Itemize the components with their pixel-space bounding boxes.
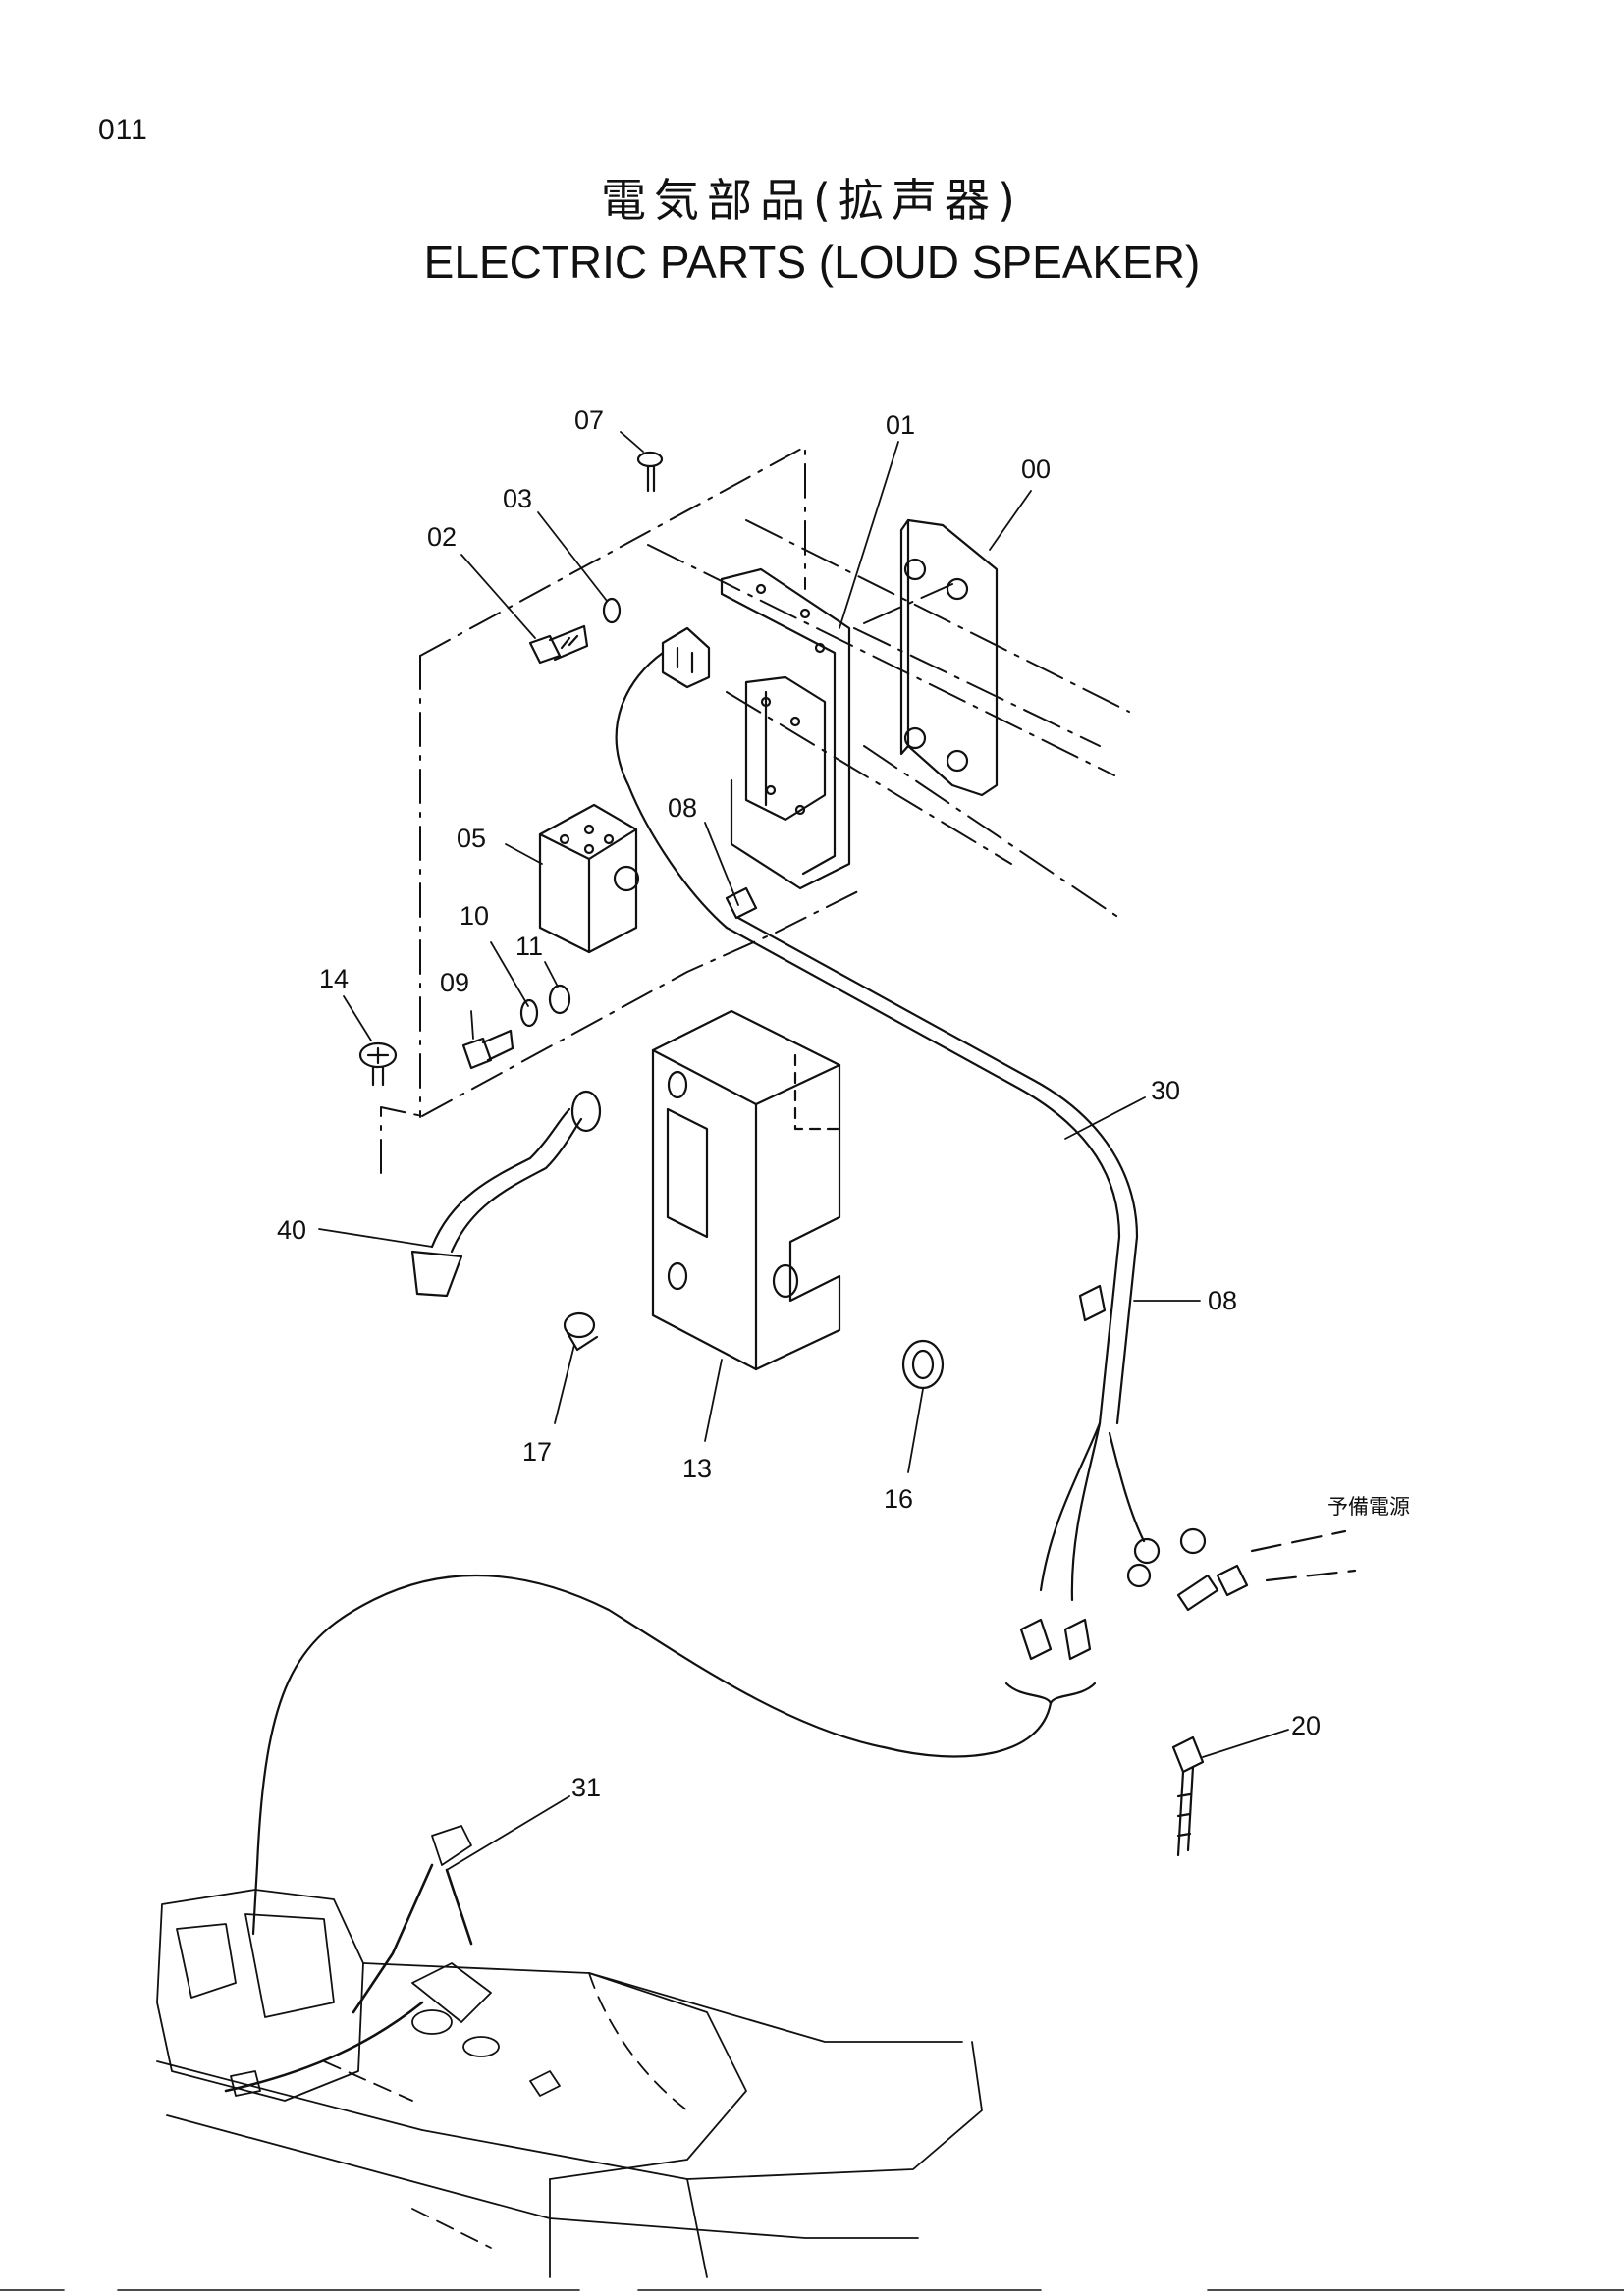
callout-01: 01 bbox=[886, 410, 915, 440]
plate-part-00 bbox=[899, 518, 999, 797]
callout-20: 20 bbox=[1291, 1711, 1321, 1740]
mounting-panel-outline bbox=[380, 446, 865, 1174]
callout-13: 13 bbox=[682, 1454, 712, 1483]
callout-30: 30 bbox=[1151, 1076, 1180, 1105]
washer-part-03 bbox=[602, 597, 622, 624]
callout-40: 40 bbox=[277, 1215, 306, 1245]
clip-part-14 bbox=[358, 1041, 398, 1087]
bolt-part-09 bbox=[461, 1029, 514, 1070]
callout-31: 31 bbox=[571, 1773, 601, 1802]
note-spare-power: 予備電源 bbox=[1327, 1495, 1410, 1519]
callout-00: 00 bbox=[1021, 454, 1051, 484]
callout-16: 16 bbox=[884, 1484, 913, 1514]
cable-loop bbox=[251, 1575, 1053, 1936]
part-callouts: 00 01 02 03 05 07 08 08 09 10 11 13 14 1… bbox=[277, 405, 1410, 1802]
callout-10: 10 bbox=[460, 901, 489, 931]
page-number: 011 bbox=[98, 114, 148, 146]
callout-11: 11 bbox=[515, 932, 543, 961]
screw-part-07 bbox=[636, 451, 664, 493]
callout-08-upper: 08 bbox=[668, 793, 697, 823]
callout-03: 03 bbox=[503, 484, 532, 513]
speaker-part-05 bbox=[538, 803, 640, 954]
callout-08-lower: 08 bbox=[1208, 1286, 1237, 1315]
washer-part-10 bbox=[519, 998, 539, 1028]
callout-leader-lines bbox=[318, 431, 1289, 1871]
callout-14: 14 bbox=[319, 964, 349, 993]
machine-overview bbox=[156, 1825, 983, 2278]
callout-05: 05 bbox=[457, 824, 486, 853]
grommet-part-16 bbox=[901, 1339, 945, 1390]
harness-connectors bbox=[1004, 1527, 1357, 1705]
callout-17: 17 bbox=[522, 1437, 552, 1467]
callout-02: 02 bbox=[427, 522, 457, 552]
title-japanese: 電気部品(拡声器) bbox=[601, 174, 1023, 227]
wire-upper-harness bbox=[615, 651, 729, 930]
title-english: ELECTRIC PARTS (LOUD SPEAKER) bbox=[423, 237, 1201, 288]
cable-tie-part-20 bbox=[1171, 1735, 1205, 1857]
cover-part-13 bbox=[651, 1009, 846, 1371]
harness-part-30 bbox=[725, 886, 1146, 1602]
plug-part-17 bbox=[563, 1311, 599, 1352]
bolt-part-02 bbox=[528, 624, 589, 665]
callout-07: 07 bbox=[574, 405, 604, 435]
bracket-part-01 bbox=[720, 567, 851, 890]
harness-part-40 bbox=[410, 1090, 602, 1298]
connector-plug bbox=[661, 626, 711, 689]
washer-part-11 bbox=[548, 984, 571, 1015]
callout-09: 09 bbox=[440, 968, 469, 997]
